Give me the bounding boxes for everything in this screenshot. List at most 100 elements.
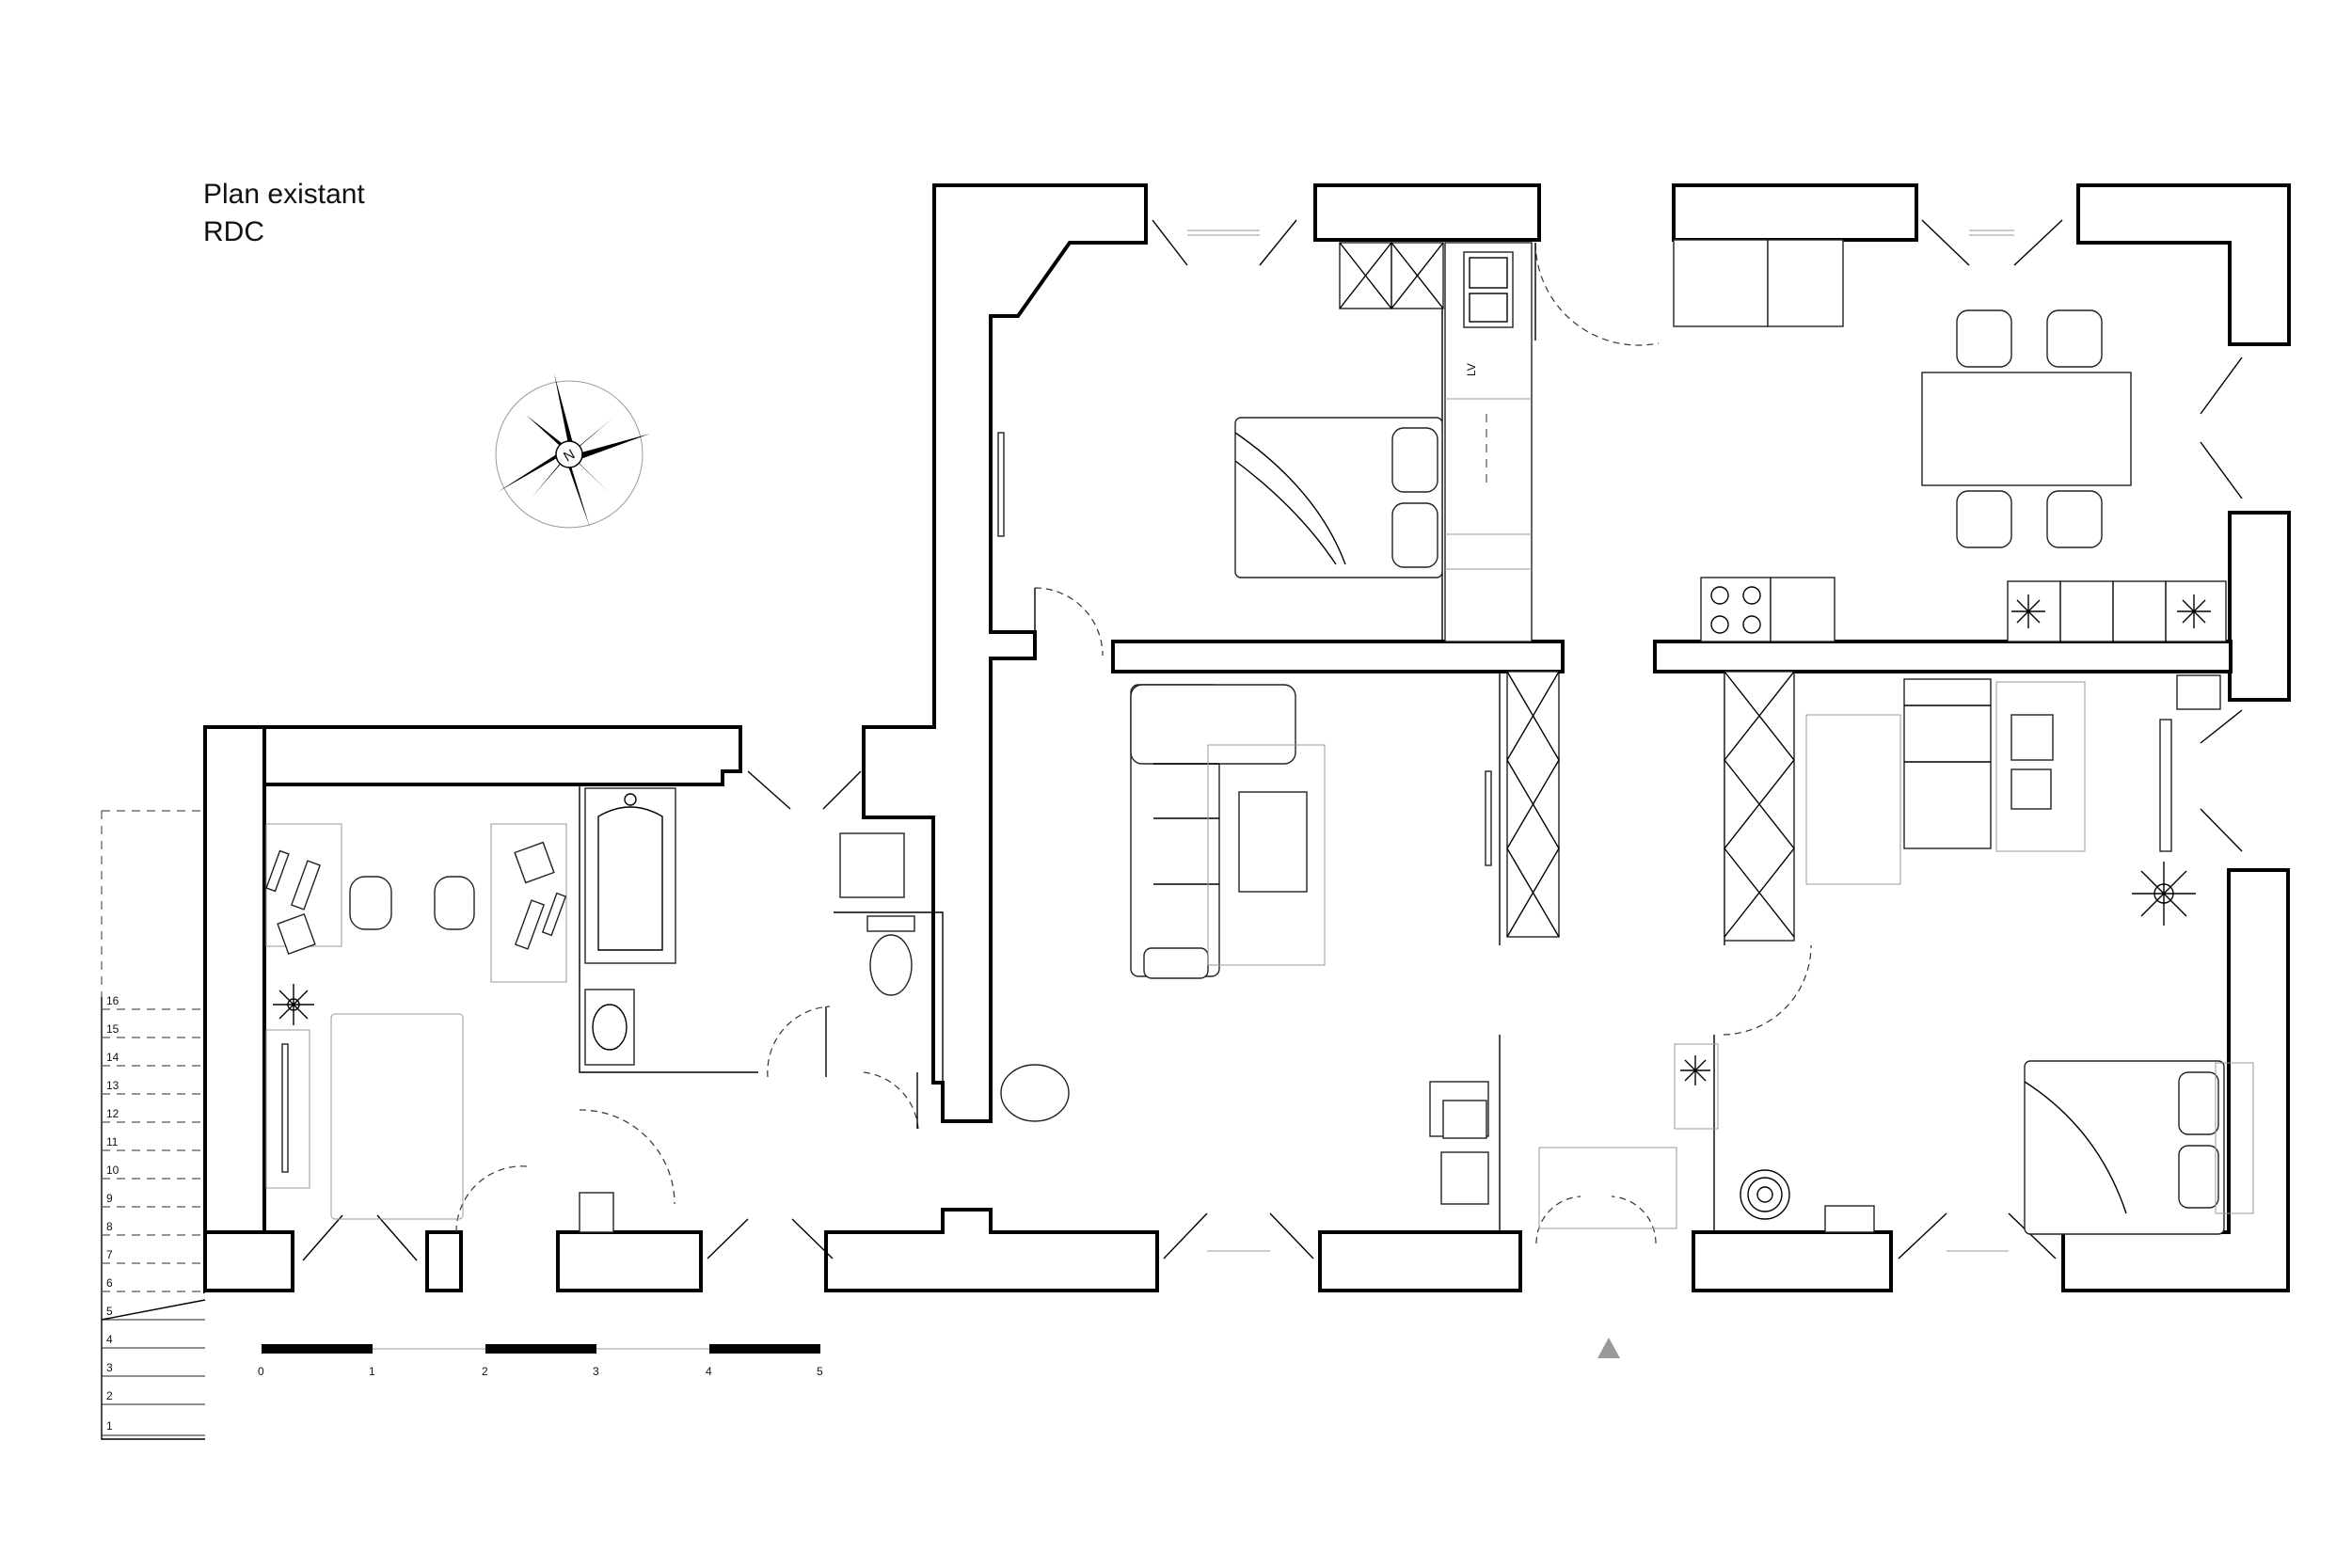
- stair-step-5: 5: [106, 1305, 113, 1318]
- dining-chair-icon: [2046, 309, 2103, 368]
- scale-label-4: 4: [706, 1365, 712, 1378]
- rug: [330, 1013, 464, 1220]
- stair-step-8: 8: [106, 1220, 113, 1233]
- sofa: [1903, 678, 1992, 849]
- tv-icon: [2159, 719, 2172, 852]
- dining-chair-icon: [1956, 309, 2012, 368]
- coffee-table: [1238, 791, 1308, 893]
- toilet-icon: [869, 934, 913, 996]
- dining-table: [1921, 372, 2132, 486]
- plant-icon: [2132, 862, 2196, 926]
- wall-bottom-4: [824, 1208, 1159, 1292]
- stair-treads: [101, 1008, 206, 1436]
- pillow: [2178, 1145, 2219, 1209]
- wall-top-1: [1313, 183, 1541, 242]
- office-chair-icon: [434, 876, 475, 930]
- sofa-arm: [1143, 947, 1209, 979]
- stair-step-1: 1: [106, 1419, 113, 1433]
- lounge-right: [1724, 671, 2221, 942]
- wc-cistern: [866, 915, 915, 932]
- wall-wc: [834, 911, 944, 1121]
- kitchen-unit: [1767, 239, 1844, 327]
- stair-step-2: 2: [106, 1389, 113, 1402]
- wall-left-outer: [203, 725, 266, 1292]
- stair-step-15: 15: [106, 1022, 119, 1036]
- bedroom-2: [1674, 1043, 2254, 1235]
- side-table: [2215, 1062, 2254, 1214]
- walls: [203, 183, 2291, 1294]
- kitchen-counter: [1770, 577, 1836, 642]
- plant-icon: [273, 984, 314, 1025]
- wall-bath: [579, 784, 758, 1073]
- sideboard: [265, 1029, 310, 1189]
- dining-chair-icon: [2046, 490, 2103, 548]
- stair-step-12: 12: [106, 1107, 119, 1120]
- bedroom-1: LV: [997, 241, 1533, 642]
- stair-step-6: 6: [106, 1276, 113, 1290]
- stair-step-3: 3: [106, 1361, 113, 1374]
- bathroom: [579, 787, 915, 1233]
- rug: [1995, 681, 2086, 852]
- scale-label-1: 1: [369, 1365, 375, 1378]
- living-room: [1000, 671, 1677, 1229]
- wall-spine: [862, 183, 1148, 1123]
- coffee-table: [2010, 768, 2052, 810]
- washing-machine: [839, 832, 905, 898]
- kitchen-unit: [1673, 239, 1769, 327]
- kitchen-lv-label: LV: [1465, 363, 1478, 376]
- monitor-icon: [265, 849, 290, 893]
- laptop-icon: [514, 841, 555, 884]
- side-table: [1442, 1100, 1487, 1139]
- stair-step-9: 9: [106, 1192, 113, 1205]
- nightstand: [1824, 1205, 1875, 1233]
- office-chair-icon: [349, 876, 392, 930]
- wall-top-2: [1672, 183, 1918, 242]
- pillow: [1391, 502, 1438, 568]
- keyboard-icon: [514, 899, 546, 950]
- scale-label-0: 0: [258, 1365, 264, 1378]
- kitchen-counter: [1444, 242, 1533, 642]
- staircase: 1 2 3 4 5 6 7 8 9 10 11 12 13 14 15 16: [101, 810, 206, 1440]
- wall-bottom-6: [1692, 1230, 1893, 1292]
- scale-label-5: 5: [817, 1365, 823, 1378]
- keyboard-icon: [290, 860, 322, 911]
- plant-icon: [2011, 594, 2045, 628]
- bathroom-washbasin: [579, 1192, 614, 1233]
- pillow: [1391, 427, 1438, 493]
- kitchen-dining: [1673, 239, 2227, 642]
- bathtub: [584, 787, 676, 964]
- monitor-icon: [541, 892, 567, 937]
- rug: [1207, 744, 1326, 966]
- plan-title: Plan existant: [203, 179, 365, 210]
- stair-step-14: 14: [106, 1051, 119, 1064]
- wall-top-3: [2076, 183, 2291, 346]
- tv-icon: [1485, 770, 1492, 866]
- compass-rose: N: [495, 373, 650, 529]
- tv-icon: [997, 432, 1005, 537]
- desk: [1674, 1043, 1719, 1130]
- scale-label-3: 3: [593, 1365, 599, 1378]
- office-room: [265, 823, 567, 1220]
- sofa-arm: [1130, 684, 1296, 765]
- pillow: [2178, 1071, 2219, 1135]
- bookshelf: [1724, 671, 1795, 942]
- tv-icon: [281, 1043, 289, 1173]
- stair-step-7: 7: [106, 1248, 113, 1261]
- plant-icon: [1680, 1055, 1710, 1085]
- scale-label-2: 2: [482, 1365, 488, 1378]
- scale-bar: 0 1 2 3 4 5: [258, 1344, 823, 1378]
- laptop-icon: [277, 912, 316, 956]
- wall-bottom-1: [203, 1230, 294, 1292]
- entrance-mat: [1538, 1147, 1677, 1229]
- wall-interior-h1: [1111, 640, 1565, 673]
- stair-step-4: 4: [106, 1333, 113, 1346]
- wall-right-mid: [2228, 511, 2291, 702]
- stove-icon: [1700, 577, 1772, 642]
- rug: [1805, 714, 1901, 885]
- stair-step-11: 11: [106, 1135, 119, 1148]
- pouf: [1000, 1064, 1070, 1122]
- plant-icon: [2177, 594, 2211, 628]
- plan-subtitle: RDC: [203, 216, 264, 247]
- wall-interior-h2: [1653, 640, 2233, 673]
